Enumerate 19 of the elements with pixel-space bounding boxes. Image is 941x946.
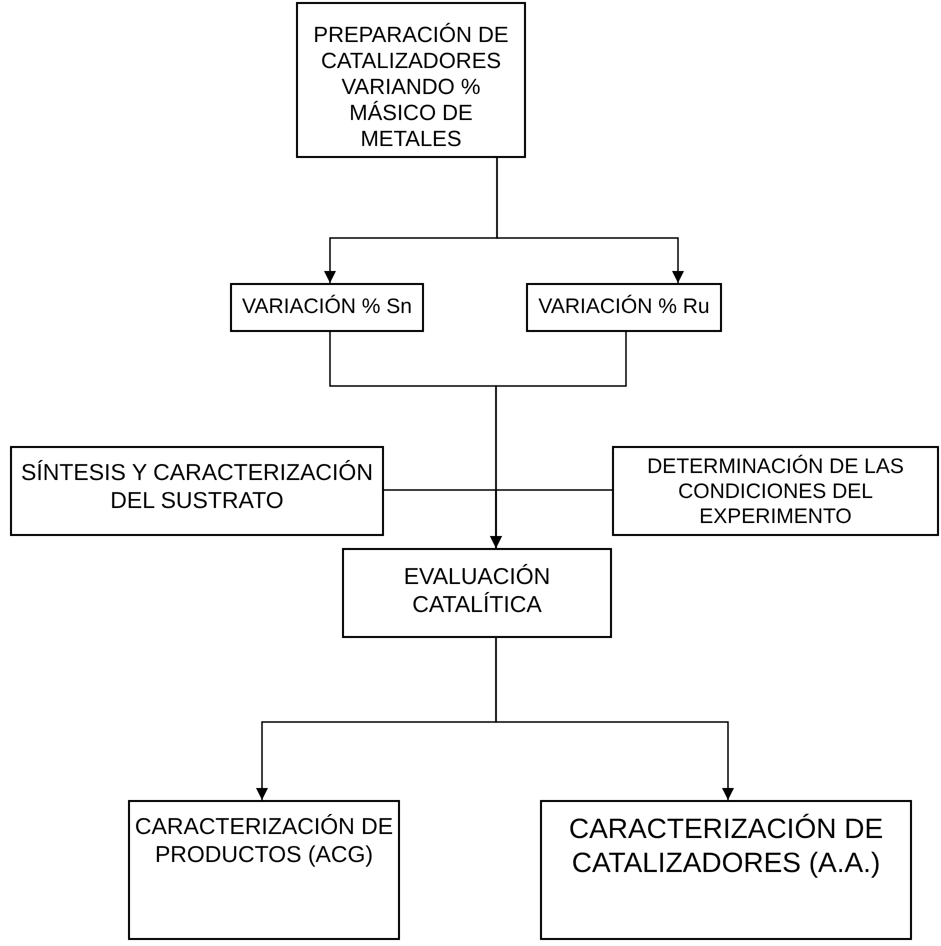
process-box [526,283,722,332]
box-label: CARACTERIZACIÓN DE PRODUCTOS (ACG) [134,812,394,868]
arrow [490,489,612,548]
box-label: DETERMINACIÓN DE LAS CONDICIONES DEL EXPERIMENTO [646,454,905,529]
process-box [342,548,612,638]
box-label: VARIACIÓN % Sn [242,294,412,319]
box-label: CARACTERIZACIÓN DE CATALIZADORES (A.A.) [568,812,884,880]
box-label: VARIACIÓN % Ru [538,294,710,319]
process-box [10,446,384,536]
process-box [540,800,912,940]
arrow [496,158,684,283]
process-box [128,800,400,940]
box-label: EVALUACIÓN CATALÍTICA [402,562,552,618]
process-box [612,446,939,536]
box-label: SÍNTESIS Y CARACTERIZACIÓN DEL SUSTRATO [20,458,374,514]
arrow [495,638,734,800]
process-box [296,2,526,158]
process-box [230,283,424,332]
box-label: PREPARACIÓN DE CATALIZADORES VARIANDO % MÁSICO DE METALES [312,22,510,152]
